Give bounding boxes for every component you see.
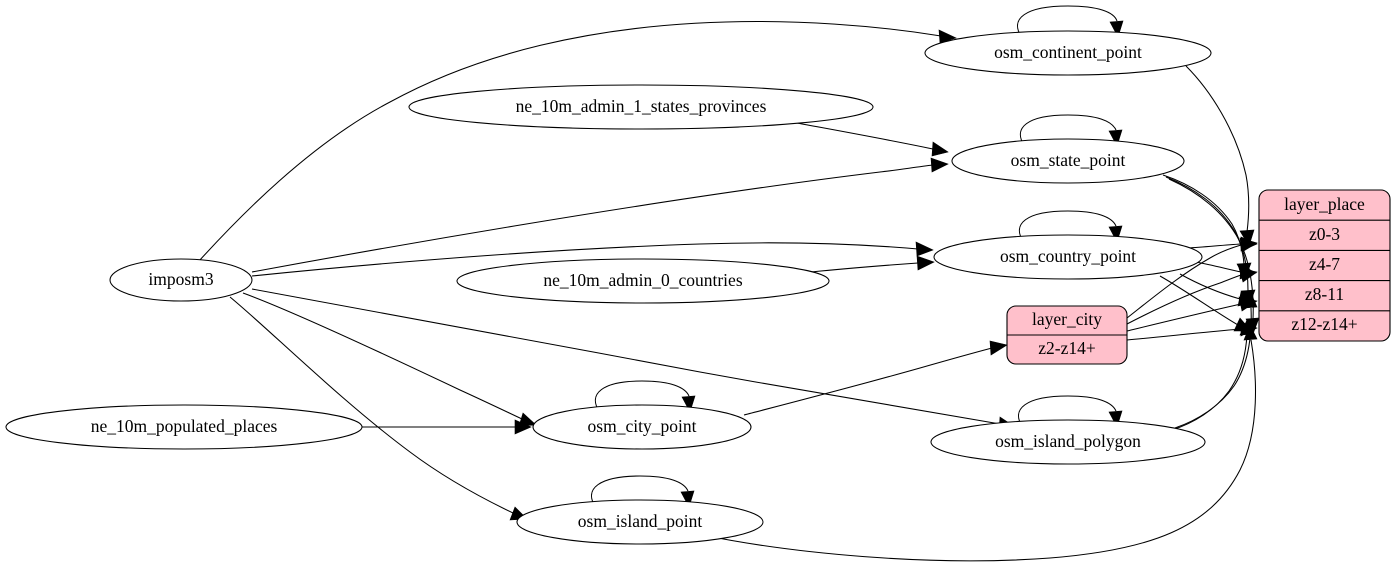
node-osm-island-point[interactable]: osm_island_point [516, 499, 764, 545]
node-osm-state-point[interactable]: osm_state_point [951, 138, 1185, 184]
node-label-osm-island-polygon: osm_island_polygon [995, 431, 1141, 451]
record-row-layer-place-z4-7[interactable]: z4-7 [1309, 254, 1340, 274]
edge-imposm3-to-osm-continent-point [198, 20, 957, 262]
edge-ne-populated-to-osm-city-point [362, 419, 532, 435]
edge-layer-city-to-layer-place-z4-7 [1126, 267, 1258, 325]
node-layer: imposm3 ne_10m_admin_1_states_provinces … [5, 30, 1212, 545]
edge-osm-island-polygon-to-layer-place-z12-z14 [1171, 319, 1254, 431]
edge-layer-city-to-layer-place-z0-3 [1126, 237, 1258, 319]
record-row-layer-place-z12-z14[interactable]: z12-z14+ [1291, 314, 1357, 334]
node-ne-10m-admin-0-countries[interactable]: ne_10m_admin_0_countries [456, 258, 830, 304]
node-label-osm-country-point: osm_country_point [1000, 246, 1136, 266]
edge-osm-island-point-to-layer-place-z12-z14 [702, 324, 1258, 562]
edge-imposm3-to-osm-state-point [251, 157, 949, 273]
node-label-osm-continent-point: osm_continent_point [994, 42, 1142, 62]
edge-self-loop-osm-continent-point [1017, 5, 1124, 38]
record-row-layer-city-title: layer_city [1032, 309, 1102, 329]
node-label-osm-state-point: osm_state_point [1011, 150, 1126, 170]
record-row-layer-place-z0-3[interactable]: z0-3 [1309, 224, 1340, 244]
record-row-layer-place-title: layer_place [1284, 194, 1365, 214]
node-label-ne-admin0: ne_10m_admin_0_countries [543, 270, 742, 290]
node-osm-country-point[interactable]: osm_country_point [933, 234, 1203, 280]
record-row-layer-place-z8-11[interactable]: z8-11 [1305, 284, 1344, 304]
node-label-imposm3: imposm3 [148, 269, 213, 289]
node-ne-10m-admin-1-states-provinces[interactable]: ne_10m_admin_1_states_provinces [408, 84, 874, 130]
record-row-layer-city-z2-z14[interactable]: z2-z14+ [1038, 338, 1096, 358]
edge-osm-continent-point-to-layer-place-z0-3 [1185, 65, 1255, 247]
edge-ne-admin0-to-osm-country-point [810, 255, 935, 273]
node-layer-city[interactable]: layer_city z2-z14+ [1006, 305, 1128, 365]
edge-osm-country-point-to-layer-place-z12-z14 [1159, 275, 1252, 332]
edge-layer [198, 5, 1260, 562]
edge-self-loop-osm-country-point [1018, 210, 1123, 243]
edge-self-loop-osm-island-polygon [1018, 395, 1123, 428]
node-ne-10m-populated-places[interactable]: ne_10m_populated_places [5, 404, 363, 450]
node-imposm3[interactable]: imposm3 [109, 258, 253, 302]
edge-ne-admin1-to-osm-state-point [796, 122, 949, 157]
edge-imposm3-to-osm-city-point [242, 292, 537, 427]
node-label-osm-island-point: osm_island_point [578, 511, 703, 531]
node-osm-city-point[interactable]: osm_city_point [532, 404, 752, 450]
edge-imposm3-to-osm-country-point [251, 241, 934, 277]
node-label-ne-admin1: ne_10m_admin_1_states_provinces [516, 96, 767, 116]
edge-self-loop-osm-state-point [1019, 114, 1123, 147]
edge-self-loop-osm-island-point [590, 475, 695, 508]
node-label-ne-populated: ne_10m_populated_places [91, 416, 278, 436]
edge-osm-island-polygon-to-layer-place-z8-11 [1174, 292, 1258, 429]
node-osm-island-polygon[interactable]: osm_island_polygon [930, 419, 1206, 465]
node-osm-continent-point[interactable]: osm_continent_point [924, 30, 1212, 76]
node-label-osm-city-point: osm_city_point [588, 416, 697, 436]
record-layer: layer_place z0-3 z4-7 z8-11 z12-z14+ lay… [1006, 189, 1391, 365]
edge-osm-city-point-to-layer-city [743, 340, 1008, 416]
edge-self-loop-osm-city-point [594, 380, 696, 413]
node-layer-place[interactable]: layer_place z0-3 z4-7 z8-11 z12-z14+ [1258, 189, 1391, 342]
